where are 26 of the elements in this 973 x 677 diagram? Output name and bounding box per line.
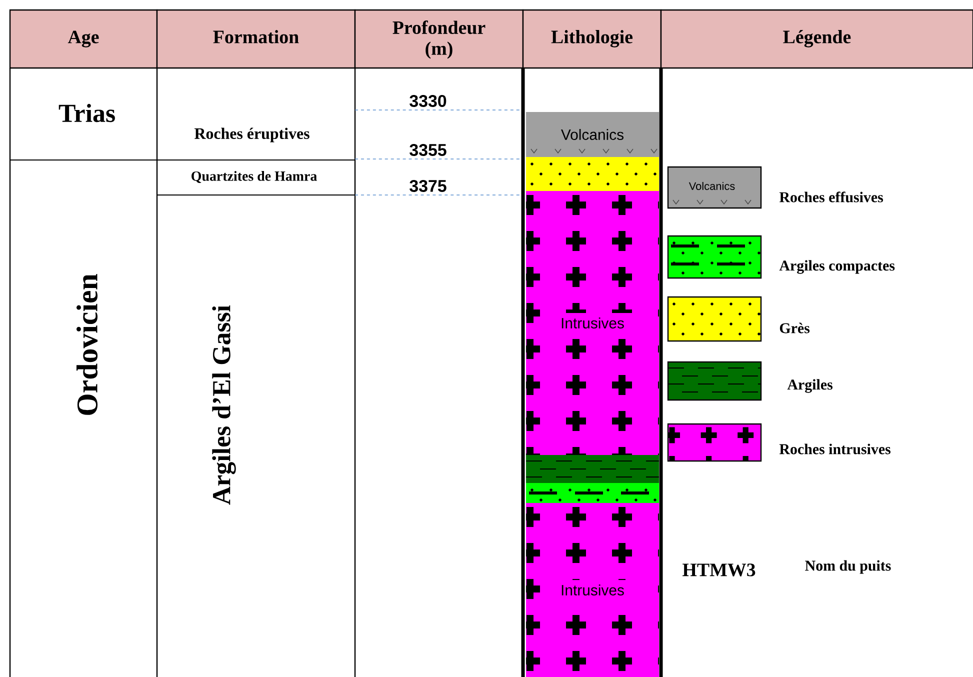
well-name-caption: Nom du puits bbox=[805, 560, 891, 574]
rock-layer: Intrusives bbox=[526, 190, 659, 455]
legend-label: Roches effusives bbox=[779, 192, 884, 202]
formation-label: Argiles d’El Gassi bbox=[212, 305, 236, 505]
depth-label: 3375 bbox=[410, 180, 446, 192]
rock-layer bbox=[526, 156, 659, 191]
rock-layer: Intrusives bbox=[526, 502, 659, 677]
age-label: Trias bbox=[58, 104, 115, 122]
well-name: HTMW3 bbox=[682, 564, 756, 576]
header-cell: Profondeur (m) bbox=[354, 9, 524, 69]
legend-label: Argiles compactes bbox=[779, 260, 895, 274]
age-label: Ordovicien bbox=[76, 274, 98, 415]
depth-label: 3355 bbox=[410, 144, 446, 156]
header-cell: Lithologie bbox=[522, 9, 662, 69]
swatch-label: Volcanics bbox=[688, 182, 735, 190]
rock-layer bbox=[526, 482, 659, 503]
formation-label: Roches éruptives bbox=[194, 128, 310, 142]
legend-label: Roches intrusives bbox=[779, 444, 890, 454]
formation-label: Quartzites de Hamra bbox=[192, 171, 317, 183]
depth-label: 3330 bbox=[410, 94, 446, 107]
legend-label: Argiles bbox=[787, 379, 832, 393]
rock-layer: Volcanics bbox=[526, 112, 659, 157]
rock-layer bbox=[526, 454, 659, 483]
header-cell: Age bbox=[9, 9, 158, 69]
legend-label: Grès bbox=[780, 322, 810, 334]
header-cell: Formation bbox=[156, 9, 356, 69]
